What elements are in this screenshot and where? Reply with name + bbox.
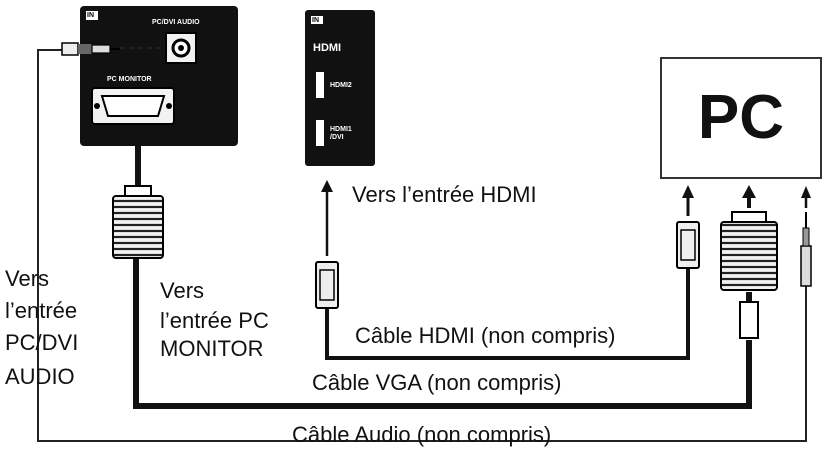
hdmi1-port-label-line2: /DVI (330, 134, 344, 141)
hdmi1-port-label-line1: HDMI1 (330, 126, 352, 133)
pc-label: PC (697, 83, 785, 152)
to-pc-monitor-line2: l’entrée PC (160, 308, 269, 333)
audio-cable-label: Câble Audio (non compris) (292, 422, 552, 447)
hdmi-cable-label: Câble HDMI (non compris) (355, 323, 616, 348)
to-pc-dvi-audio-line1: Vers (5, 266, 50, 291)
vga-cable (133, 130, 752, 409)
left-panel-in-tag: IN (87, 12, 94, 19)
vga-connector-right (720, 211, 778, 339)
vga-cable-label: Câble VGA (non compris) (312, 370, 562, 395)
pc-monitor-port-label: PC MONITOR (107, 76, 152, 83)
hdmi-logo: HDMI (313, 42, 342, 54)
to-pc-dvi-audio-line2: l’entrée (5, 298, 78, 323)
to-pc-dvi-audio-line3: PC/DVI (5, 330, 79, 355)
vga-connector-left (112, 185, 164, 259)
tv-panel-pc-inputs (80, 6, 238, 146)
arrow-to-hdmi-input (321, 180, 333, 256)
hdmi-connector-right (676, 221, 700, 269)
hdmi1-port-icon (316, 120, 324, 146)
to-hdmi-input-label: Vers l’entrée HDMI (352, 182, 537, 207)
hdmi-cable (325, 268, 690, 360)
audio-jack-icon (165, 32, 197, 64)
hdmi-panel-in-tag: IN (312, 17, 319, 24)
hdmi2-port-icon (316, 72, 324, 98)
arrow-audio-to-pc (801, 186, 811, 208)
arrow-hdmi-to-pc (682, 185, 694, 216)
audio-plug-left (61, 42, 120, 56)
to-pc-monitor-line3: MONITOR (160, 336, 264, 361)
audio-plug-right (800, 212, 812, 287)
to-pc-dvi-audio-line4: AUDIO (5, 364, 75, 389)
audio-cable (37, 47, 807, 442)
tv-panel-hdmi-inputs (305, 10, 375, 166)
to-pc-monitor-line1: Vers (160, 278, 205, 303)
arrow-vga-to-pc (742, 185, 756, 208)
hdmi-connector-left (315, 261, 339, 309)
pc-dvi-audio-port-label: PC/DVI AUDIO (152, 19, 200, 26)
pc-box (660, 57, 822, 179)
hdmi2-port-label: HDMI2 (330, 82, 352, 89)
